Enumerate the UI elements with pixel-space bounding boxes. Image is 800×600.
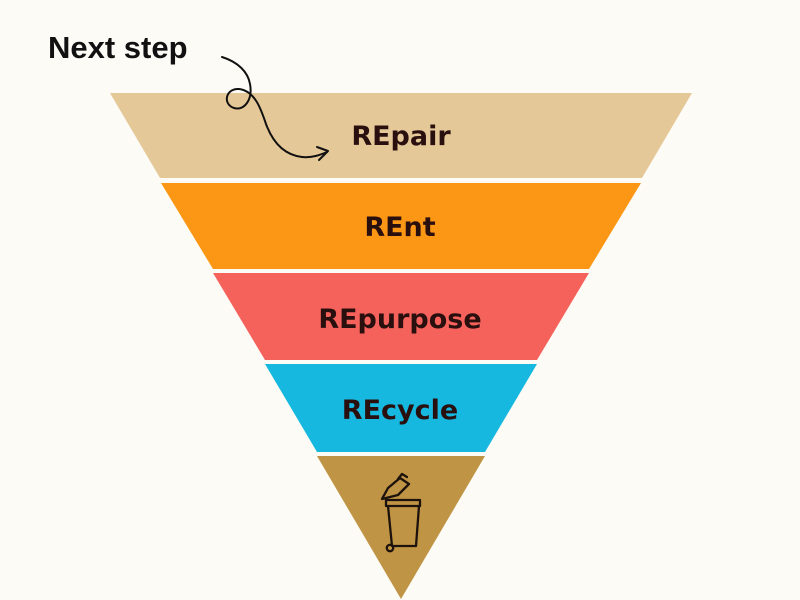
trash-bin-icon: [380, 472, 422, 553]
tier-rent-band: [161, 183, 641, 269]
tier-landfill: [317, 456, 485, 599]
tier-rent-label: REnt: [364, 212, 435, 243]
tier-landfill-band: [317, 456, 485, 599]
tier-recycle-band: [265, 364, 537, 452]
tier-repurpose-label: REpurpose: [318, 304, 481, 335]
tier-repurpose: REpurpose: [213, 273, 589, 360]
tier-repair-label: REpair: [351, 121, 451, 152]
tier-repair-band: [110, 93, 692, 178]
tier-recycle: REcycle: [265, 364, 537, 452]
tier-repair: REpair: [110, 93, 692, 178]
tier-repurpose-band: [213, 273, 589, 360]
tier-recycle-label: REcycle: [342, 395, 458, 426]
next-step-arrow: [221, 56, 329, 161]
tier-rent: REnt: [161, 183, 641, 269]
next-step-annotation: Next step: [48, 30, 188, 65]
